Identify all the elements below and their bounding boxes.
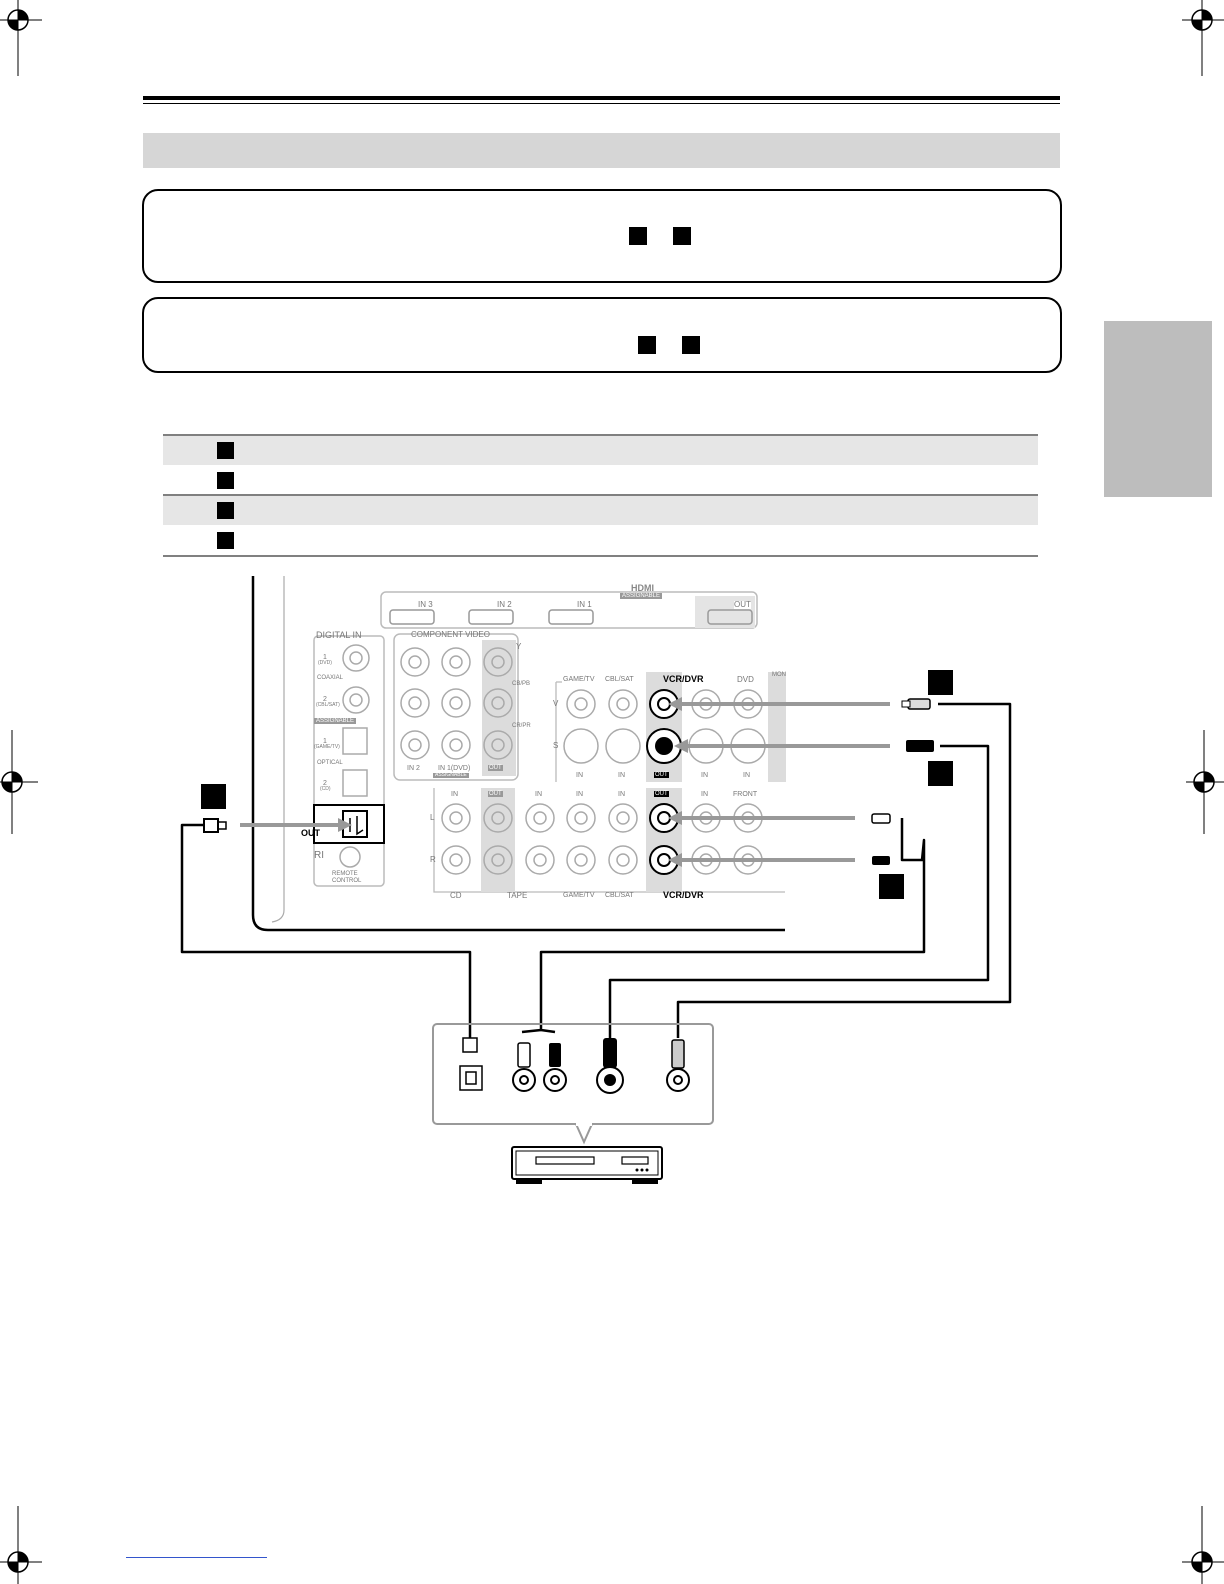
registration-mark-mid-left	[0, 730, 38, 834]
row-marker	[217, 472, 234, 489]
connection-diagram: HDMI ASSIGNABLE IN 3 IN 2 IN 1 OUT DIGIT…	[160, 570, 1060, 1200]
table-row	[163, 436, 1038, 465]
hdmi-title: HDMI	[631, 583, 654, 593]
audio-cbl-label: CBL/SAT	[605, 892, 634, 899]
table-row	[163, 496, 1038, 525]
audio-in-label-3: IN	[576, 791, 583, 798]
audio-in-label-4: IN	[618, 791, 625, 798]
coaxial-1-sub: (DVD)	[318, 660, 332, 666]
digital-assignable: ASSIGNABLE	[314, 718, 357, 724]
row-marker	[217, 532, 234, 549]
footer-underline	[126, 1557, 267, 1558]
audio-in-label-2: IN	[535, 791, 542, 798]
ref-square-a	[638, 336, 656, 354]
registration-mark-top-left	[0, 0, 42, 76]
audio-vcr-label: VCR/DVR	[663, 890, 704, 900]
video-cbl-label: CBL/SAT	[605, 676, 634, 683]
ref-square-b	[673, 227, 691, 245]
table-rule-top	[163, 434, 1038, 436]
table-row	[163, 466, 1038, 495]
note-box-1	[142, 189, 1062, 283]
video-v-label: V	[553, 699, 559, 708]
control-label: CONTROL	[332, 878, 362, 884]
component-cr-label: CR/PR	[512, 723, 531, 729]
registration-mark-bottom-right	[1182, 1506, 1224, 1584]
video-in-label-4: IN	[743, 772, 750, 779]
optical-label: OPTICAL	[317, 760, 343, 766]
coaxial-1-label: 1	[323, 654, 327, 661]
component-y-label: Y	[516, 642, 522, 651]
table-rule-bottom	[163, 555, 1038, 557]
video-s-label: S	[553, 741, 559, 750]
ref-badge-optical	[201, 784, 226, 809]
note-box-2	[142, 297, 1062, 373]
ref-square-a	[629, 227, 647, 245]
optical-1-label: 1	[323, 738, 327, 745]
connection-cables	[180, 697, 1012, 1184]
component-out-label: OUT	[488, 765, 503, 771]
ref-badge-video	[928, 670, 953, 695]
registration-mark-mid-right	[1186, 730, 1224, 834]
digital-in-title: DIGITAL IN	[316, 630, 362, 640]
table-row	[163, 526, 1038, 555]
ri-label: RI	[314, 850, 324, 861]
header-rule-thin	[143, 103, 1060, 104]
component-cb-label: CB/PB	[512, 681, 531, 687]
audio-in-label-1: IN	[451, 791, 458, 798]
hdmi-assignable: ASSIGNABLE	[620, 593, 663, 599]
ref-badge-audio	[879, 874, 904, 899]
optical-1-sub: (GAME/TV)	[314, 744, 340, 750]
remote-label: REMOTE	[332, 871, 358, 877]
audio-l-label: L	[430, 813, 435, 822]
coaxial-2-label: 2	[323, 696, 327, 703]
registration-mark-bottom-left	[0, 1506, 42, 1584]
hdmi-in1-label: IN 1	[577, 600, 592, 609]
video-dvd-label: DVD	[737, 675, 754, 684]
receiver-rear-panel	[251, 576, 786, 932]
recorder-device	[511, 1146, 663, 1184]
audio-game-label: GAME/TV	[563, 892, 595, 899]
ref-badge-svideo	[928, 761, 953, 786]
chapter-side-tab	[1104, 321, 1212, 497]
component-assignable: ASSIGNABLE	[433, 772, 469, 778]
audio-out-label-vcr: OUT	[654, 791, 669, 797]
table-rule-mid	[163, 494, 1038, 496]
hdmi-out-label: OUT	[734, 600, 751, 609]
coaxial-2-sub: (CBL/SAT)	[316, 702, 340, 708]
row-marker	[217, 502, 234, 519]
audio-tape-label: TAPE	[507, 891, 528, 900]
row-marker	[217, 442, 234, 459]
video-game-label: GAME/TV	[563, 676, 595, 683]
video-out-label: OUT	[654, 772, 669, 778]
audio-cd-label: CD	[450, 891, 462, 900]
video-in-label-3: IN	[701, 772, 708, 779]
component-video-title: COMPONENT VIDEO	[411, 630, 490, 639]
component-in2-label: IN 2	[407, 765, 420, 772]
audio-r-label: R	[430, 855, 436, 864]
ref-square-b	[682, 336, 700, 354]
hdmi-in2-label: IN 2	[497, 600, 512, 609]
coaxial-label: COAXIAL	[317, 675, 344, 681]
hdmi-in3-label: IN 3	[418, 600, 433, 609]
video-in-label-2: IN	[618, 772, 625, 779]
header-rule	[143, 96, 1060, 100]
registration-mark-top-right	[1182, 0, 1224, 76]
video-vcr-label: VCR/DVR	[663, 674, 704, 684]
optical-2-label: 2	[323, 780, 327, 787]
component-in1-label: IN 1(DVD)	[438, 765, 471, 772]
audio-front-label: FRONT	[733, 791, 758, 798]
optical-out-label: OUT	[301, 828, 320, 838]
audio-out-label-tape: OUT	[488, 791, 503, 797]
section-title-band	[143, 133, 1060, 168]
video-mon-label: MON	[772, 672, 786, 678]
video-in-label-1: IN	[576, 772, 583, 779]
audio-in-label-5: IN	[701, 791, 708, 798]
optical-2-sub: (CD)	[320, 786, 331, 792]
